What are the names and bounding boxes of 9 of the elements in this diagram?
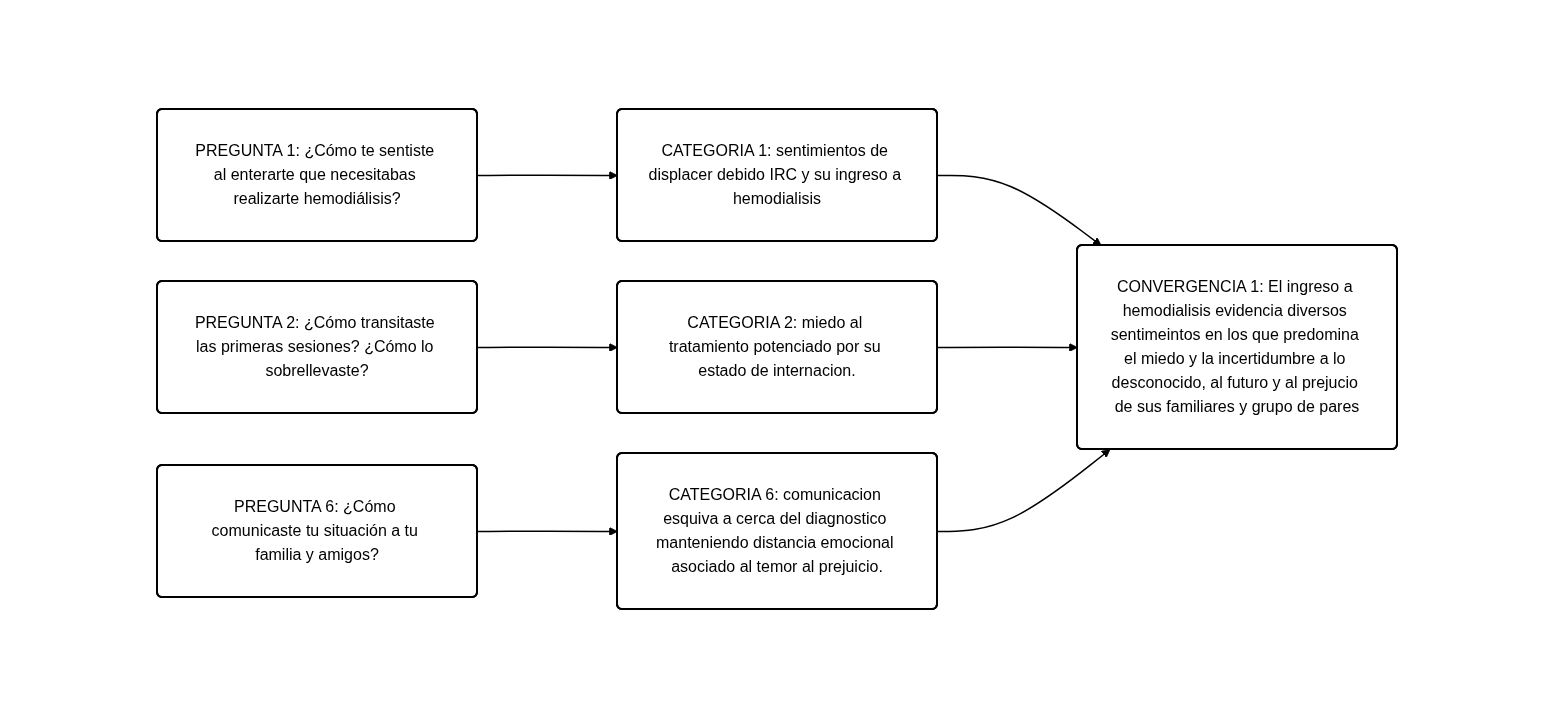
arrow [936, 448, 1110, 532]
node-text: CATEGORIA 6: comunicacion esquiva a cerca del diagnostico manteniendo distancia emocional asociado al temor al prejuicio. [655, 485, 894, 575]
node-text: PREGUNTA 1: ¿Cómo te sentiste al enterarte que necesitabas realizarte hemodiálisis? [194, 141, 434, 207]
node-text: CATEGORIA 1: sentimientos de displacer debido IRC y su ingreso a hemodialisis [647, 141, 901, 207]
node-text: CONVERGENCIA 1: El ingreso a hemodialisis evidencia diversos sentimeintos en los que predomina el miedo y la incertidumbre a lo desconocido, al futuro y al prejucio de sus familiares y grupo de pares [1110, 277, 1359, 415]
node-text: PREGUNTA 6: ¿Cómo comunicaste tu situación a tu familia y amigos? [211, 497, 418, 563]
node-text: PREGUNTA 2: ¿Cómo transitaste las primeras sesiones? ¿Cómo lo sobrellevaste? [194, 313, 435, 379]
node-text: CATEGORIA 2: miedo al tratamiento potenciado por su estado de internacion. [668, 313, 881, 379]
arrow [936, 174, 1101, 246]
